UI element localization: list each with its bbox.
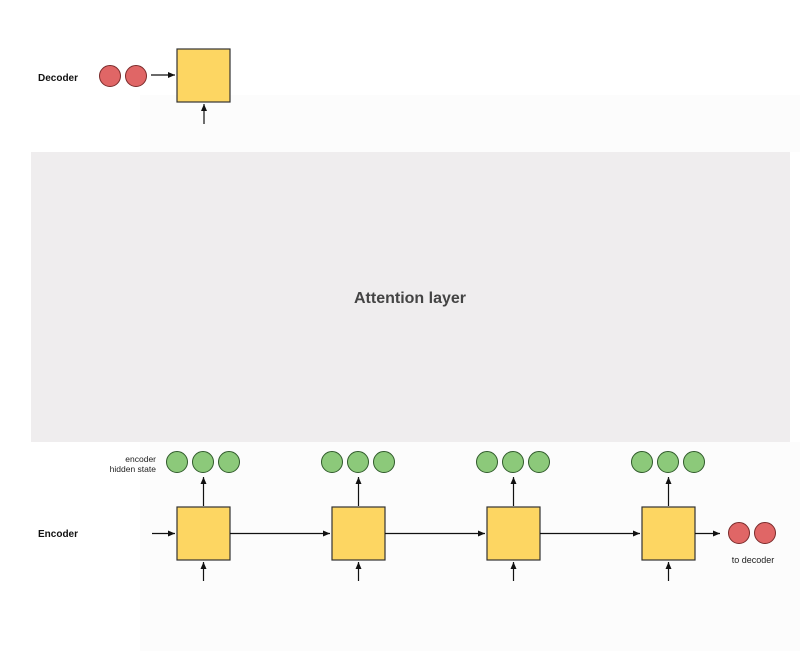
hidden-state-label-line2: hidden state xyxy=(110,464,157,474)
attention-layer-box xyxy=(31,152,790,442)
encoder-context-dot xyxy=(754,522,776,544)
decoder-context-dot xyxy=(125,65,147,87)
encoder-cell xyxy=(641,506,696,561)
encoder-hidden-state-dot xyxy=(528,451,550,473)
decoder-cell xyxy=(176,48,231,103)
encoder-hidden-state-dot xyxy=(321,451,343,473)
attention-layer-label: Attention layer xyxy=(354,290,466,307)
hidden-state-label-line1: encoder xyxy=(125,454,156,464)
encoder-cell xyxy=(331,506,386,561)
encoder-hidden-state-dot xyxy=(192,451,214,473)
encoder-hidden-state-dot xyxy=(347,451,369,473)
decoder-input-dots xyxy=(99,65,147,87)
encoder-hidden-state-dot xyxy=(502,451,524,473)
encoder-label: Encoder xyxy=(38,529,78,540)
encoder-steps xyxy=(152,451,776,581)
encoder-hidden-state-dot xyxy=(373,451,395,473)
decoder-label: Decoder xyxy=(38,73,78,84)
background-panel-bottom xyxy=(140,442,800,651)
encoder-hidden-state-dot xyxy=(476,451,498,473)
encoder-cell xyxy=(486,506,541,561)
decoder-context-dot xyxy=(99,65,121,87)
encoder-hidden-state-dot xyxy=(657,451,679,473)
encoder-context-dot xyxy=(728,522,750,544)
encoder-hidden-state-dot xyxy=(683,451,705,473)
encoder-cell xyxy=(176,506,231,561)
encoder-hidden-state-dot xyxy=(218,451,240,473)
encoder-hidden-state-dot xyxy=(166,451,188,473)
encoder-hidden-state-dot xyxy=(631,451,653,473)
to-decoder-label: to decoder xyxy=(732,555,775,565)
background-panel-top xyxy=(140,95,800,152)
